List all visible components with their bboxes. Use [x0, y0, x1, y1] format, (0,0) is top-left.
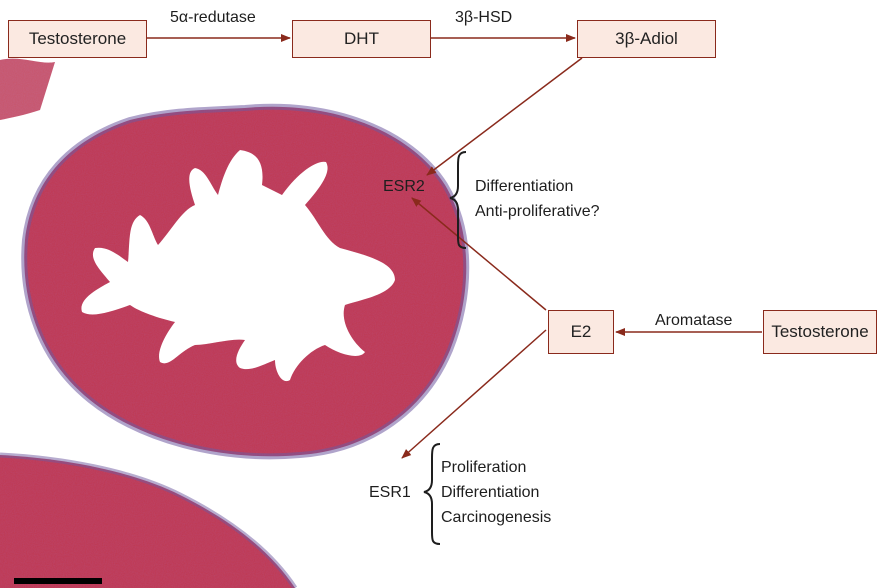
- enzyme-3beta-hsd: 3β-HSD: [455, 8, 512, 28]
- esr1-effect-differentiation: Differentiation: [441, 483, 539, 503]
- scale-bar: [14, 578, 102, 584]
- esr1-effect-carcinogenesis: Carcinogenesis: [441, 508, 551, 528]
- esr1-label: ESR1: [369, 483, 411, 503]
- enzyme-5alpha-reductase: 5α-redutase: [170, 8, 256, 28]
- adiol-box: 3β-Adiol: [577, 20, 716, 58]
- esr1-effect-proliferation: Proliferation: [441, 458, 526, 478]
- tissue-strip-top: [0, 59, 55, 120]
- arrow-adiol-to-esr2: [427, 58, 582, 175]
- esr2-label: ESR2: [383, 177, 425, 197]
- esr1-effects-brace: [424, 444, 440, 544]
- esr2-effect-anti-proliferative: Anti-proliferative?: [475, 202, 600, 222]
- testosterone-right-box: Testosterone: [763, 310, 877, 354]
- enzyme-aromatase: Aromatase: [655, 311, 732, 331]
- tissue-fragment-bottom: [0, 455, 295, 588]
- dht-box: DHT: [292, 20, 431, 58]
- testosterone-top-box: Testosterone: [8, 20, 147, 58]
- e2-box: E2: [548, 310, 614, 354]
- esr2-effect-differentiation: Differentiation: [475, 177, 573, 197]
